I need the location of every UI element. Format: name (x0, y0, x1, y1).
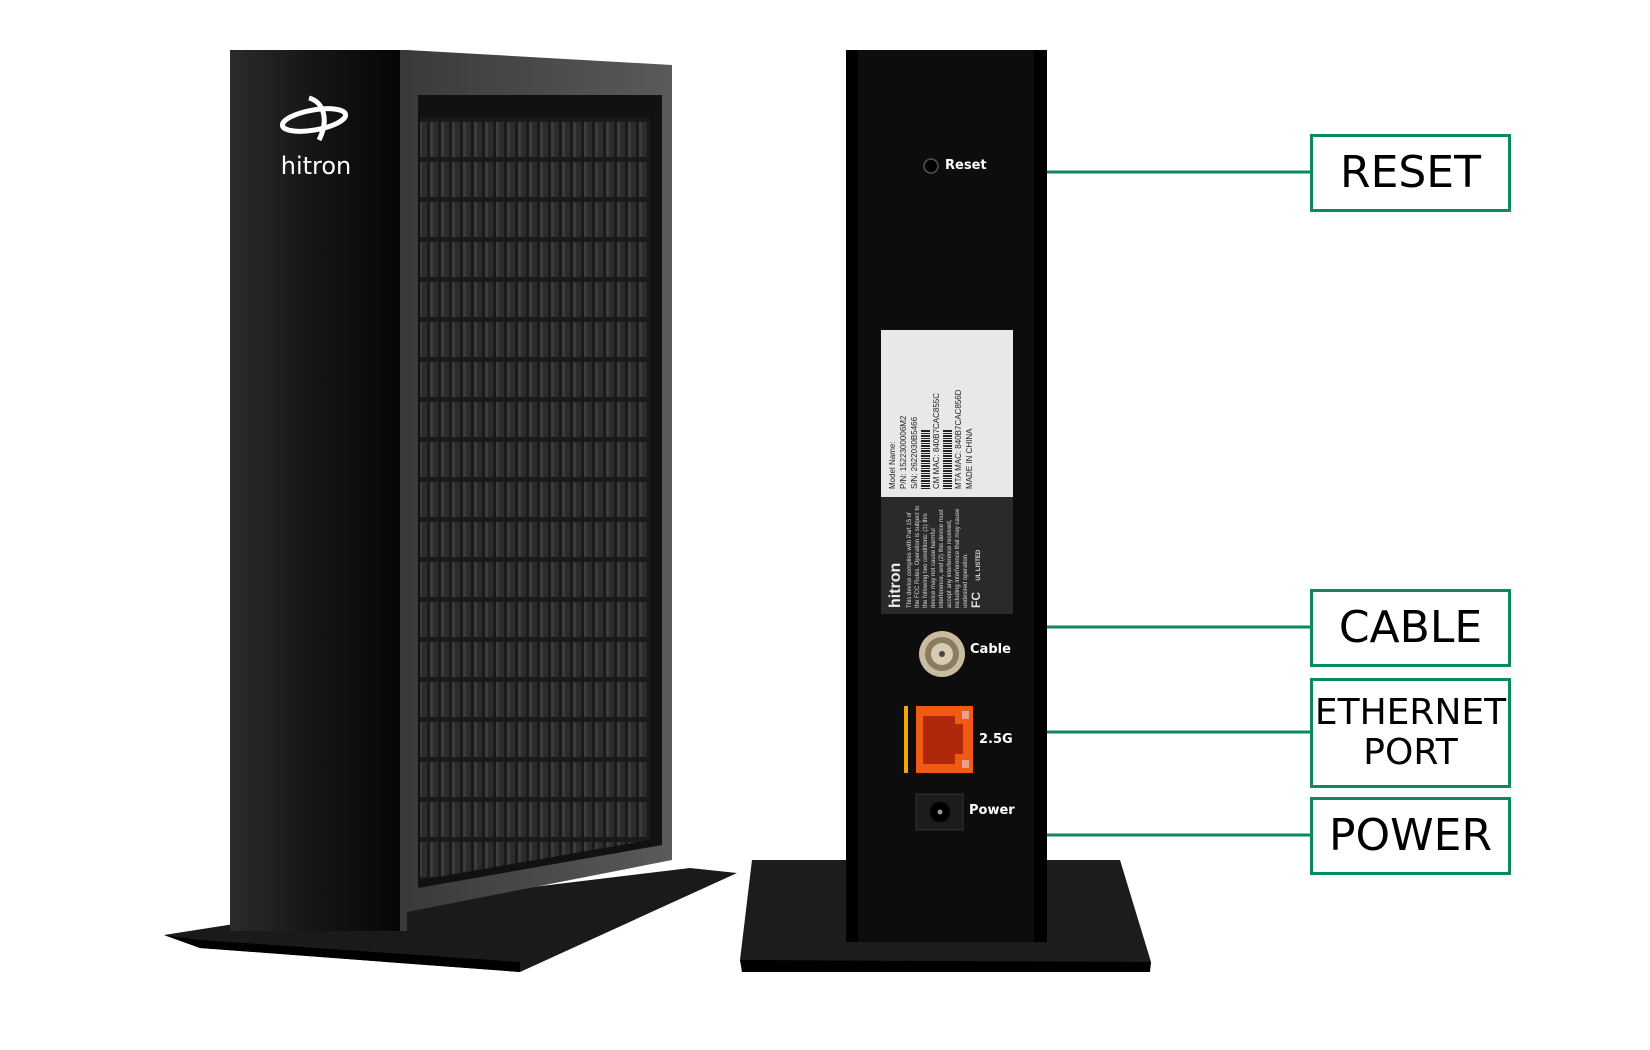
cm-mac: CM MAC: 840B7CAC855C (932, 392, 941, 489)
fcc-logo: FC (969, 592, 983, 608)
callout-reset: RESET (1310, 134, 1511, 212)
reset-label: Reset (945, 158, 987, 173)
callout-ethernet-text-line1: ETHERNET (1314, 692, 1507, 734)
regulatory-brand: hitron (887, 562, 904, 608)
modem-base-left (164, 868, 737, 972)
callout-lines (1047, 170, 1310, 837)
origin: MADE IN CHINA (965, 428, 974, 489)
serial-number: S/N: 2622030B5466 (910, 416, 919, 489)
hitron-logo-icon (279, 95, 349, 142)
ethernet-speed-label: 2.5G (979, 732, 1013, 747)
regulatory-label: hitron This device complies with Part 15… (881, 497, 1013, 614)
callout-cable-text: CABLE (1338, 601, 1483, 653)
cable-connector (919, 631, 965, 677)
callout-ethernet-text-line2: PORT (1363, 732, 1458, 773)
mta-mac: MTA MAC: 840B7CAC856D (954, 389, 963, 489)
port-indicator-bar (904, 706, 908, 773)
callout-cable: CABLE (1310, 589, 1511, 667)
cable-label: Cable (970, 642, 1011, 657)
modem-front-panel (230, 50, 407, 931)
brand-logo-text: hitron (281, 152, 352, 180)
power-label: Power (969, 803, 1015, 818)
callout-ethernet-port: ETHERNET PORT (1310, 678, 1511, 788)
callout-power: POWER (1310, 797, 1511, 875)
callout-reset-text: RESET (1340, 146, 1481, 198)
product-label-sticker: Model Name: P/N: 1522300006M2 S/N: 26220… (881, 330, 1013, 497)
part-number: P/N: 1522300006M2 (899, 415, 908, 489)
modem-back-view (740, 50, 1151, 972)
ul-logo: UL LISTED (976, 549, 982, 581)
reset-button (923, 158, 939, 174)
power-jack (915, 793, 964, 831)
modem-front-view: hitron (164, 50, 737, 972)
callout-power-text: POWER (1328, 809, 1493, 861)
ethernet-port (916, 706, 973, 773)
regulatory-text: This device complies with Part 15 of the… (907, 505, 969, 608)
model-name: Model Name: (888, 441, 897, 489)
vent-grille (420, 118, 650, 880)
